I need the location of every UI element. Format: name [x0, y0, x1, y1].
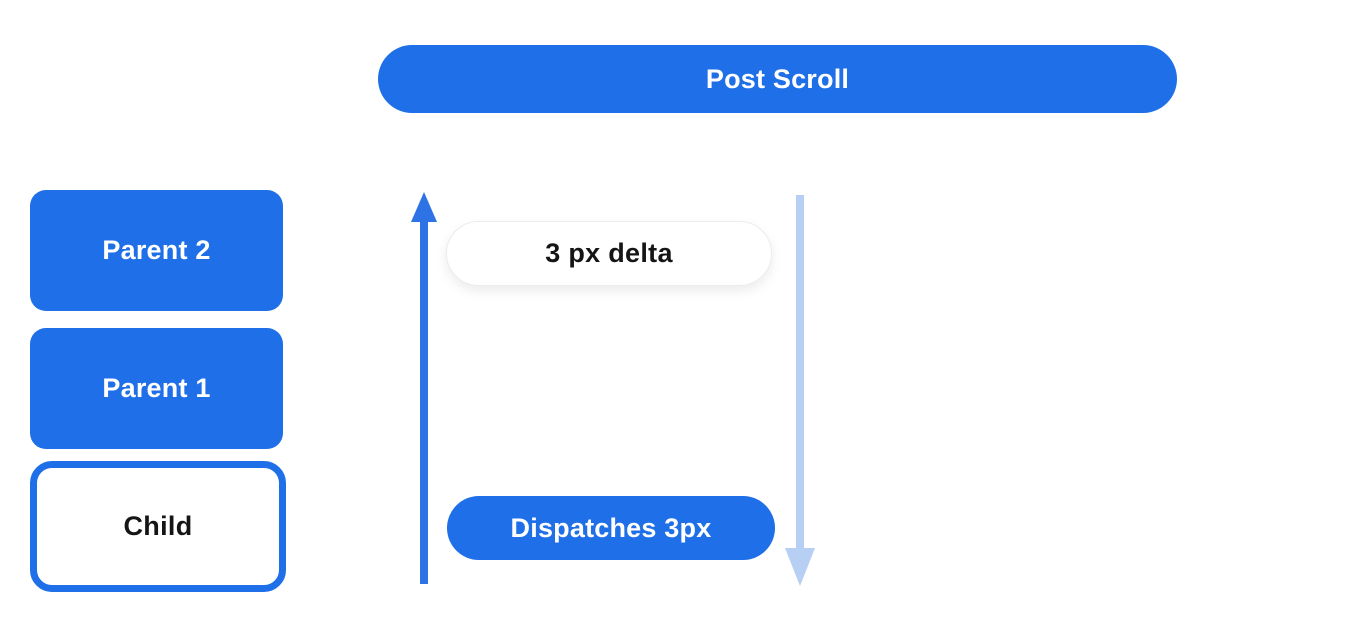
child-label: Child	[123, 511, 193, 541]
child-box: Child	[30, 461, 286, 592]
delta-pill: 3 px delta	[446, 221, 772, 286]
parent-2-label: Parent 2	[102, 235, 211, 265]
dispatch-label: Dispatches 3px	[510, 512, 712, 543]
post-scroll-label: Post Scroll	[705, 63, 850, 94]
parent-1-box: Parent 1	[30, 328, 283, 449]
parent-2-box: Parent 2	[30, 190, 283, 311]
parent-1-label: Parent 1	[102, 373, 211, 403]
delta-label: 3 px delta	[545, 238, 673, 268]
dispatch-pill: Dispatches 3px	[447, 496, 775, 560]
up-arrow-icon	[411, 192, 437, 584]
down-arrow-icon	[785, 195, 815, 586]
post-scroll-header-pill: Post Scroll	[378, 45, 1177, 113]
